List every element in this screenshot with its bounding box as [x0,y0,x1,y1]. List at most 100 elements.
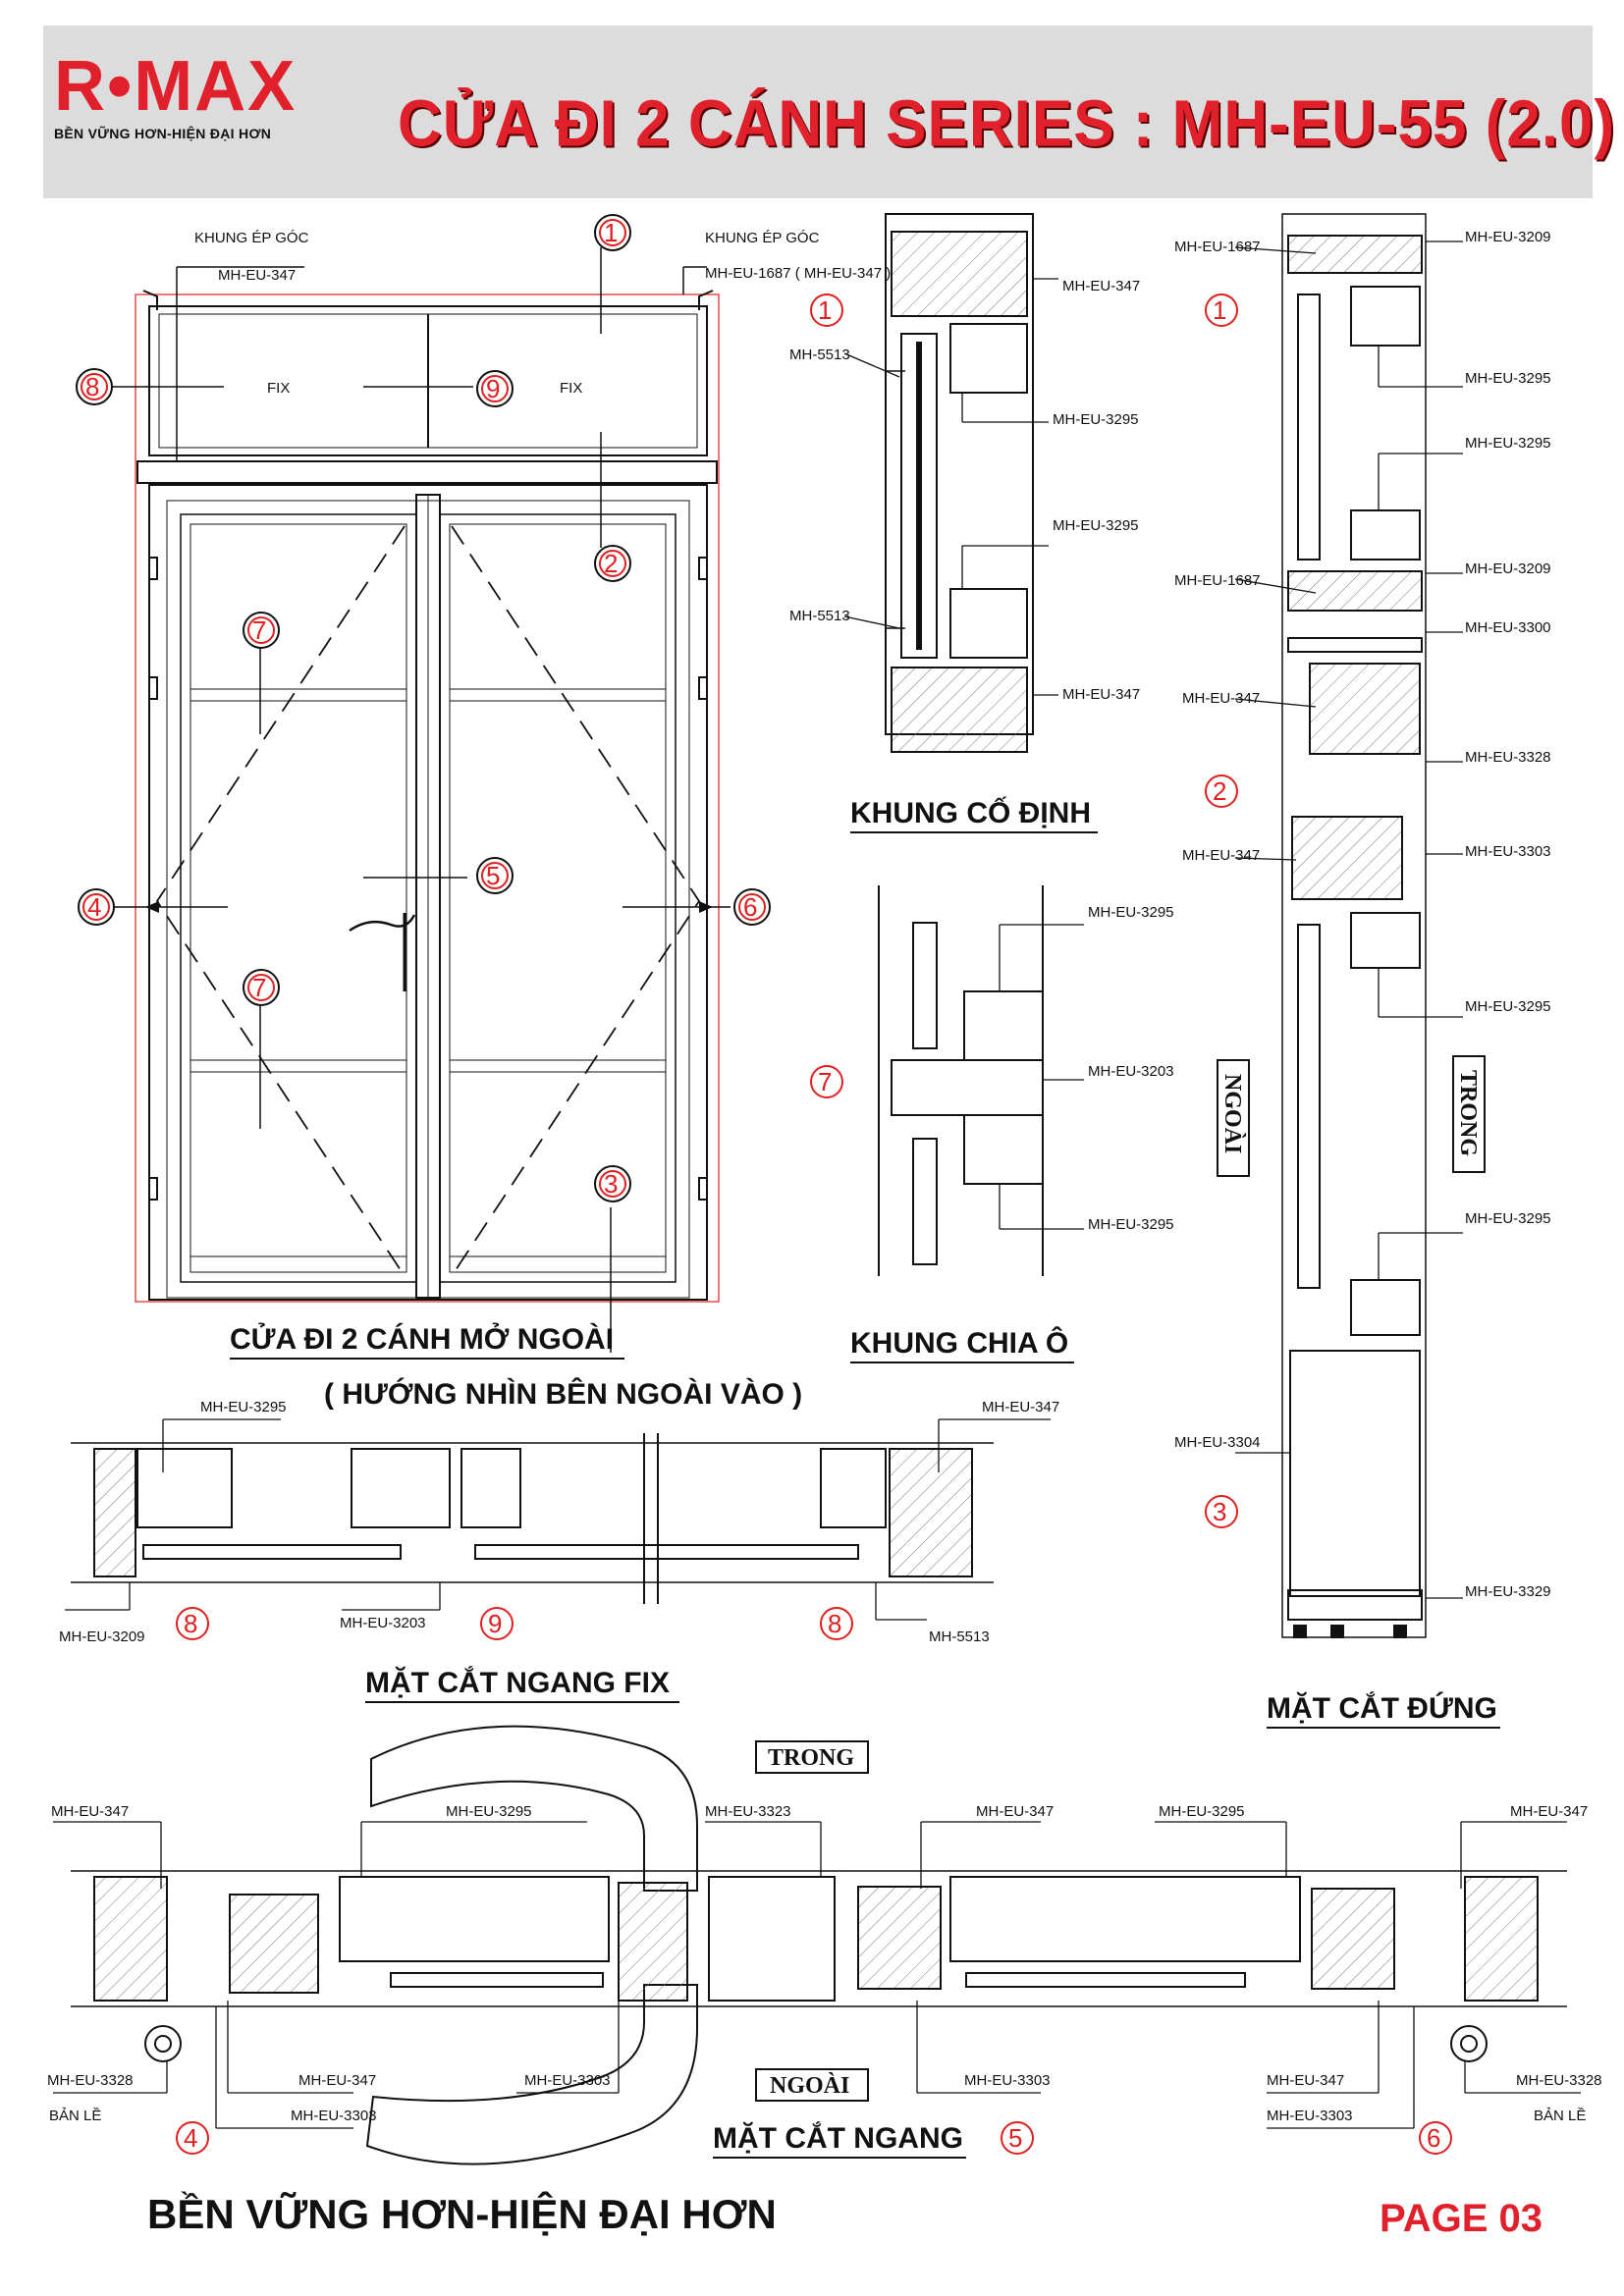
fixed-caption: KHUNG CỐ ĐỊNH [850,796,1091,829]
logo-text: R•MAX [54,47,298,126]
h-bottom-label-10: BẢN LỀ [1534,2108,1586,2124]
divider-glass-top [912,922,938,1049]
h-right-leaf-block [857,1886,942,1990]
door-caption: CỬA ĐI 2 CÁNH MỞ NGOÀI [230,1322,614,1356]
callout-bubbles: 1 2 3 4 5 6 7 7 8 9 1 7 1 2 3 8 9 8 4 5 … [76,214,1452,2155]
fixed-profile-top [949,323,1028,394]
lever-handle-inside [370,1725,698,1892]
fix-profile-center-left [351,1448,451,1528]
door-handle [349,914,416,933]
svg-text:1: 1 [1213,295,1226,325]
corner-right-code: MH-EU-1687 ( MH-EU-347 ) [705,265,891,282]
h-left-leaf-block [229,1894,319,1994]
svg-text:2: 2 [604,549,618,578]
svg-text:8: 8 [828,1609,841,1638]
h-bottom-label-5: MH-EU-3303 [524,2072,611,2089]
h-inside-box [755,1740,869,1774]
h-top-label-6: MH-EU-347 [1510,1803,1588,1820]
h-bottom-label-7: MH-EU-347 [1267,2072,1344,2089]
h-right-glass [965,1972,1246,1988]
h-right-frame-block [1464,1876,1539,2002]
svg-text:3: 3 [1213,1497,1226,1526]
outside-label: NGOÀI [1219,1074,1245,1153]
caption-underlines [230,831,1500,2159]
left-swing-lines [155,525,406,1277]
svg-text:5: 5 [486,861,500,890]
vertical-right-label-8: MH-EU-3295 [1465,998,1551,1015]
outside-box [1217,1059,1250,1177]
h-left-glass [390,1972,604,1988]
h-top-label-3: MH-EU-3323 [705,1803,791,1820]
svg-text:6: 6 [1427,2123,1440,2153]
vertical-profile-d [1350,1279,1421,1336]
inside-box [1452,1055,1486,1173]
bubble-door-7a: 7 [243,612,280,649]
fix-label-4: MH-EU-3203 [340,1615,426,1631]
h-lock-profile [708,1876,836,2002]
vertical-right-label-3: MH-EU-3295 [1465,435,1551,452]
bubble-door-7b: 7 [243,969,280,1006]
vertical-right-label-9: MH-EU-3295 [1465,1210,1551,1227]
svg-text:5: 5 [1008,2123,1022,2153]
right-hinge-pin [1460,2035,1478,2053]
h-right-leaf-block-2 [1311,1888,1395,1990]
fix-label-1: MH-EU-3295 [200,1399,287,1415]
fixed-top-block [891,231,1028,317]
fix-glass-left [142,1544,402,1560]
brand-logo: R•MAX BỀN VỮNG HƠN-HIỆN ĐẠI HƠN [54,51,339,159]
vertical-frame-block [1309,663,1421,755]
fixed-bottom-block [891,667,1028,753]
fix-profile-left [136,1448,233,1528]
bubble-h-4: 4 [176,2121,209,2155]
vertical-profile-b [1350,509,1421,561]
h-bottom-label-3: MH-EU-347 [298,2072,376,2089]
svg-text:6: 6 [743,892,757,922]
vertical-glass-main [1297,924,1321,1289]
logo-tagline: BỀN VỮNG HƠN-HIỆN ĐẠI HƠN [54,126,272,141]
vertical-left-label-1: MH-EU-1687 [1174,239,1261,255]
fix-label-5: MH-5513 [929,1629,990,1645]
vertical-profile-c [1350,912,1421,969]
left-leaf-glass [189,523,407,1273]
right-hinge-knuckle [1450,2025,1488,2062]
hinge [148,676,158,700]
bubble-vertical-3: 3 [1205,1495,1238,1528]
left-leaf [180,513,417,1283]
fixed-leaders [843,278,1058,696]
right-leaf-glass [449,523,667,1273]
vertical-right-label-2: MH-EU-3295 [1465,370,1551,387]
fix-glass-right [474,1544,859,1560]
corner-left-title: KHUNG ÉP GÓC [194,230,309,246]
h-center-block [618,1882,688,2002]
bubble-door-9: 9 [476,370,514,407]
svg-text:7: 7 [252,973,266,1002]
vertical-sill [1287,1589,1423,1621]
corner-right-title: KHUNG ÉP GÓC [705,230,820,246]
corner-caps [142,290,714,310]
hinge [148,1177,158,1201]
fix-profile-right [820,1448,887,1528]
fix-label-right: FIX [560,380,582,397]
bubble-door-3: 3 [594,1165,631,1202]
divider-label-1: MH-EU-3295 [1088,904,1174,921]
bubble-door-8: 8 [76,368,113,405]
vertical-leaders [1234,240,1463,1599]
fixed-profile-bottom [949,588,1028,659]
bubble-h-5: 5 [1001,2121,1034,2155]
vertical-right-label-10: MH-EU-3329 [1465,1583,1551,1600]
fix-caption: MẶT CẮT NGANG FIX [365,1666,670,1699]
fixed-label-1: MH-EU-347 [1062,278,1140,294]
bubble-door-4: 4 [78,888,115,926]
left-kick-bar [189,1255,407,1273]
left-upper-bar [189,688,407,702]
vertical-right-label-7: MH-EU-3303 [1465,843,1551,860]
left-lower-bar [189,1059,407,1073]
door-elevation [135,290,720,1303]
svg-text:7: 7 [818,1067,832,1096]
transom-rail [136,460,718,484]
svg-text:2: 2 [1213,776,1226,806]
vertical-left-label-4: MH-EU-347 [1182,847,1260,864]
right-swing-lines [451,525,701,1277]
left-hinge-knuckle [144,2025,182,2062]
page-number: PAGE 03 [1380,2197,1543,2240]
